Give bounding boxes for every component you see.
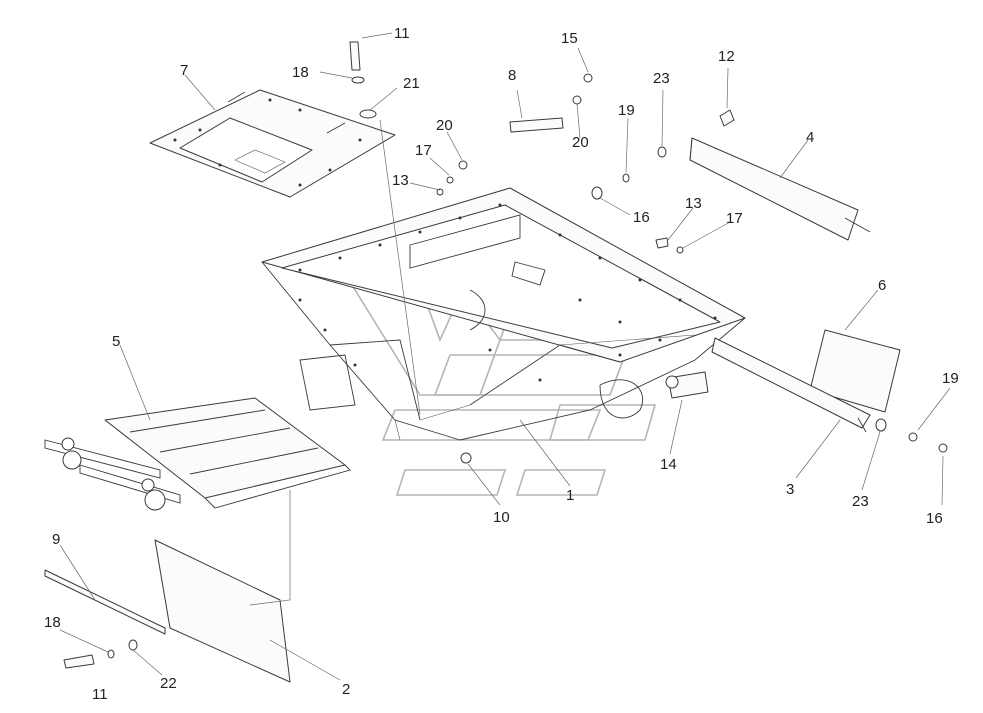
- callout-11-top: 11: [394, 25, 410, 42]
- callout-17-right: 17: [726, 210, 743, 227]
- part-9-bar: [44, 569, 166, 635]
- callout-16-mid: 16: [633, 209, 650, 226]
- callout-19-right: 19: [942, 370, 959, 387]
- leader-lines: [59, 32, 951, 681]
- callout-4: 4: [806, 129, 814, 146]
- callout-13-left: 13: [392, 172, 409, 189]
- callout-13-right: 13: [685, 195, 702, 212]
- callout-2: 2: [342, 681, 350, 698]
- callout-16-right: 16: [926, 510, 943, 527]
- part-2-lower-plate: [154, 539, 291, 683]
- part-3-strip: [711, 337, 871, 433]
- callout-1: 1: [566, 487, 574, 504]
- callout-12: 12: [718, 48, 735, 65]
- callout-15: 15: [561, 30, 578, 47]
- callout-6: 6: [878, 277, 886, 294]
- part-14-bolt: [665, 371, 709, 399]
- callout-labels: 7 11 18 21 8 15 20 20 17 13 19 23 12 4 1…: [44, 25, 959, 703]
- callout-9: 9: [52, 531, 60, 548]
- part-1-hopper-frame: [261, 187, 746, 441]
- callout-22: 22: [160, 675, 177, 692]
- callout-21: 21: [403, 75, 420, 92]
- hardware-fasteners: [63, 41, 948, 669]
- callout-23-right: 23: [852, 493, 869, 510]
- part-5-tray: [44, 397, 351, 511]
- callout-20-right: 20: [572, 134, 589, 151]
- callout-5: 5: [112, 333, 120, 350]
- callout-20-left: 20: [436, 117, 453, 134]
- callout-7: 7: [180, 62, 188, 79]
- part-8-pin: [509, 117, 564, 133]
- callout-17-left: 17: [415, 142, 432, 159]
- callout-23-mid: 23: [653, 70, 670, 87]
- part-7-cover-plate: [149, 89, 396, 198]
- part-4-angle-strip: [689, 137, 871, 241]
- part-6-side-plate: [809, 329, 901, 413]
- callout-11-bottom: 11: [92, 686, 108, 703]
- callout-3: 3: [786, 481, 794, 498]
- callout-8: 8: [508, 67, 516, 84]
- callout-19-mid: 19: [618, 102, 635, 119]
- callout-18-bottom: 18: [44, 614, 61, 631]
- callout-10: 10: [493, 509, 510, 526]
- callout-14: 14: [660, 456, 677, 473]
- callout-18-top: 18: [292, 64, 309, 81]
